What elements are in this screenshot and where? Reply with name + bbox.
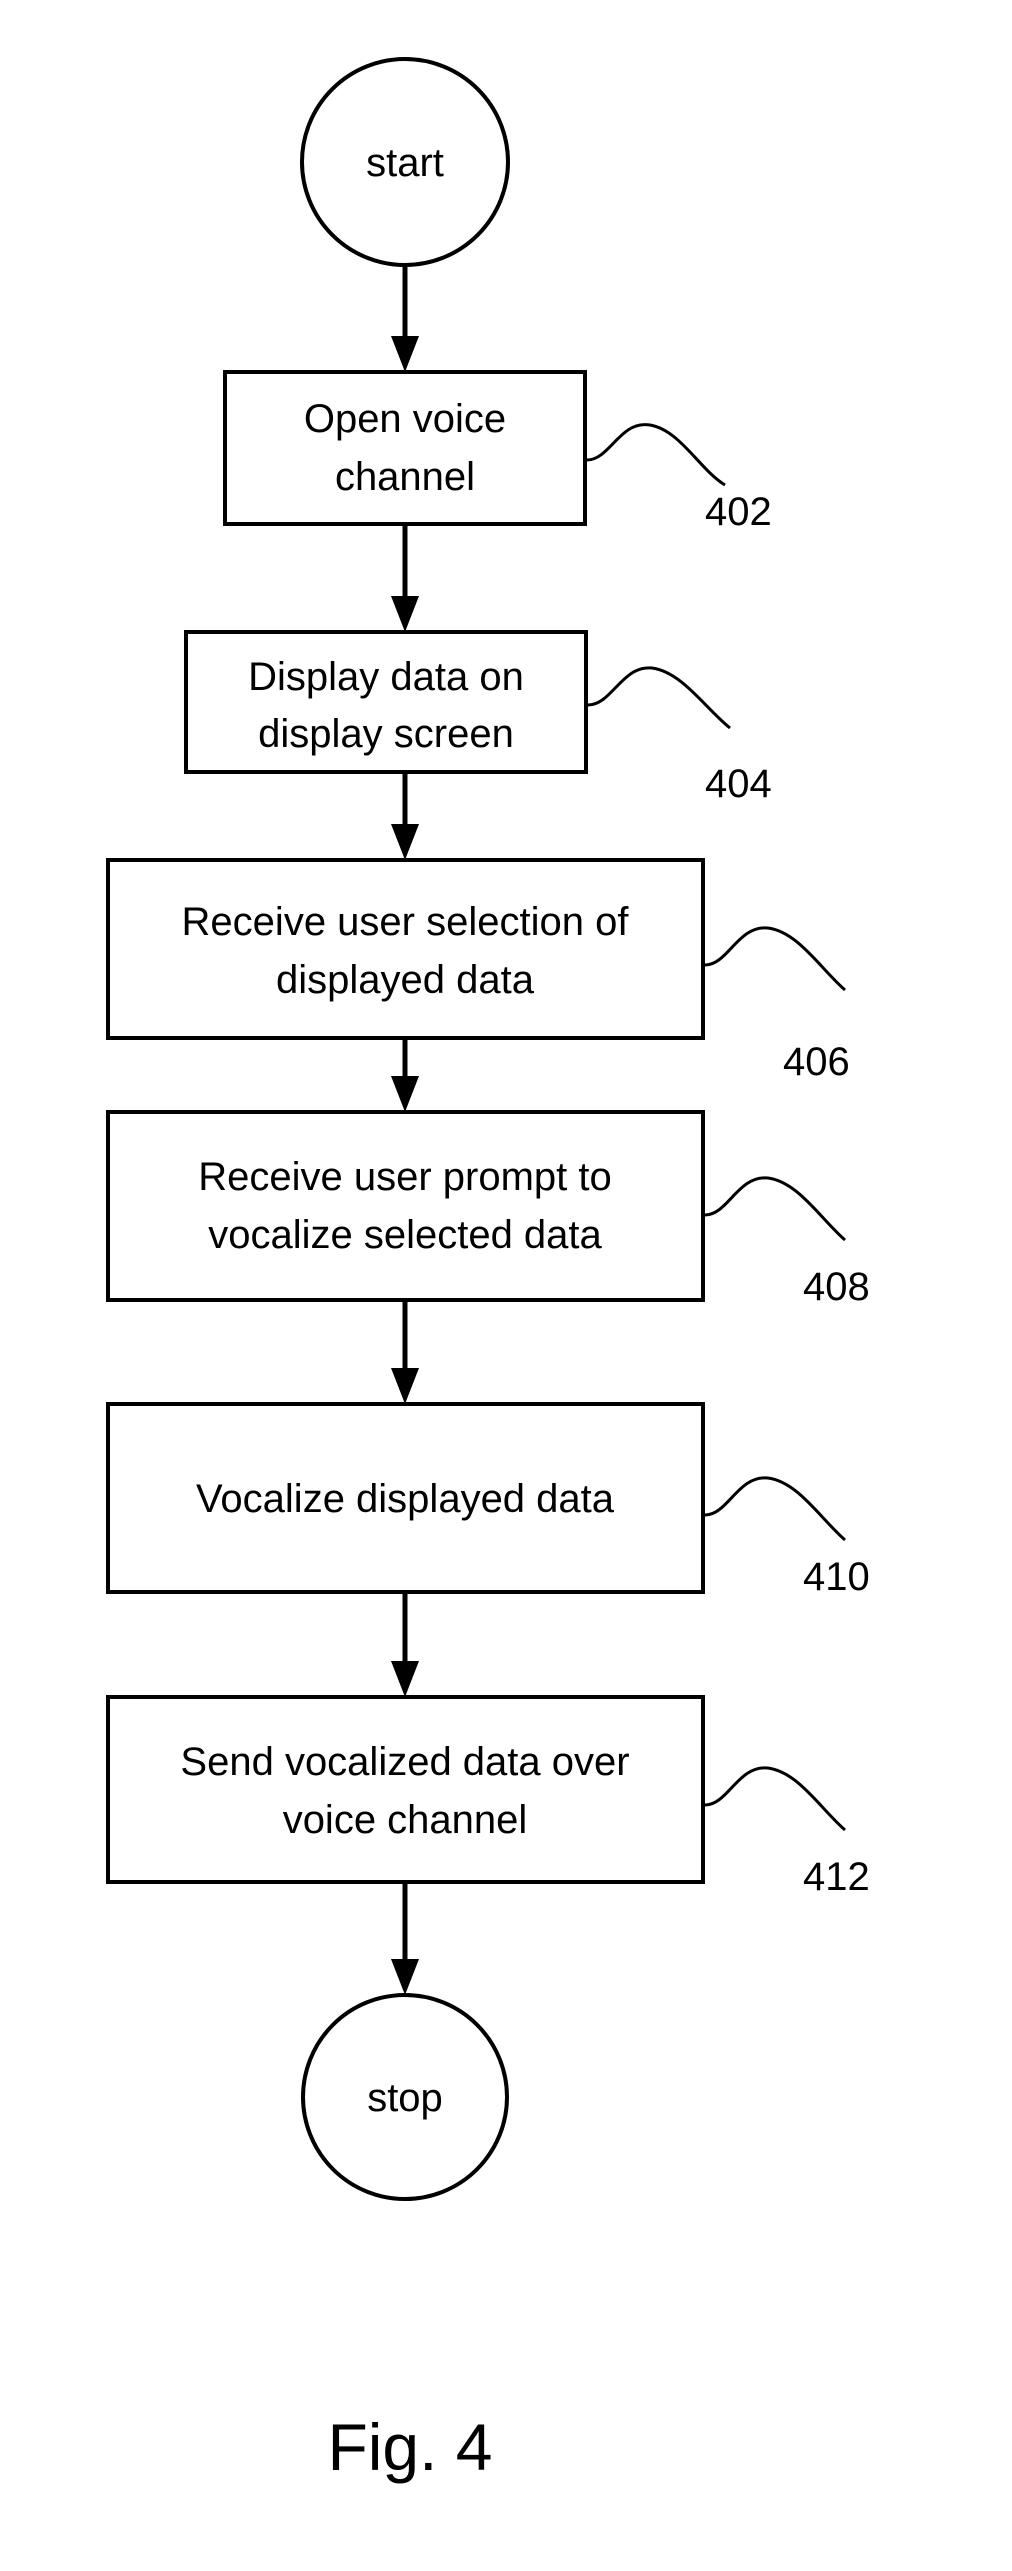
leader-410 <box>705 1478 845 1540</box>
arrow-404-to-406 <box>391 772 419 860</box>
step-412-line1: Send vocalized data over <box>180 1740 629 1784</box>
stop-label: stop <box>367 2076 443 2120</box>
step-408: Receive user prompt to vocalize selected… <box>108 1112 703 1300</box>
step-402: Open voice channel <box>225 372 585 524</box>
start-node: start <box>302 59 508 265</box>
figure-caption: Fig. 4 <box>327 2410 492 2484</box>
step-404-line1: Display data on <box>248 655 524 699</box>
arrow-start-to-402 <box>391 265 419 372</box>
ref-406: 406 <box>783 1040 850 1084</box>
arrow-402-to-404 <box>391 524 419 632</box>
arrow-412-to-stop <box>391 1882 419 1995</box>
step-412-line2: voice channel <box>283 1798 528 1842</box>
leader-404 <box>588 668 730 728</box>
step-406-line2: displayed data <box>276 958 535 1002</box>
step-404-line2: display screen <box>258 712 514 756</box>
step-412: Send vocalized data over voice channel <box>108 1697 703 1882</box>
leader-402 <box>587 425 725 485</box>
leader-406 <box>705 928 845 990</box>
ref-412: 412 <box>803 1855 870 1899</box>
leader-408 <box>705 1178 845 1240</box>
arrow-408-to-410 <box>391 1300 419 1404</box>
stop-node: stop <box>303 1995 507 2199</box>
step-408-line2: vocalize selected data <box>208 1213 602 1257</box>
arrow-410-to-412 <box>391 1592 419 1697</box>
step-404: Display data on display screen <box>186 632 586 772</box>
ref-408: 408 <box>803 1265 870 1309</box>
ref-410: 410 <box>803 1555 870 1599</box>
step-406-line1: Receive user selection of <box>182 900 630 944</box>
arrow-406-to-408 <box>391 1038 419 1112</box>
step-410-line1: Vocalize displayed data <box>196 1477 615 1521</box>
step-402-line1: Open voice <box>304 397 506 441</box>
start-label: start <box>366 141 444 185</box>
step-402-line2: channel <box>335 455 475 499</box>
step-406: Receive user selection of displayed data <box>108 860 703 1038</box>
step-408-line1: Receive user prompt to <box>198 1155 612 1199</box>
ref-404: 404 <box>705 762 772 806</box>
leader-412 <box>705 1768 845 1830</box>
ref-402: 402 <box>705 490 772 534</box>
step-410: Vocalize displayed data <box>108 1404 703 1592</box>
